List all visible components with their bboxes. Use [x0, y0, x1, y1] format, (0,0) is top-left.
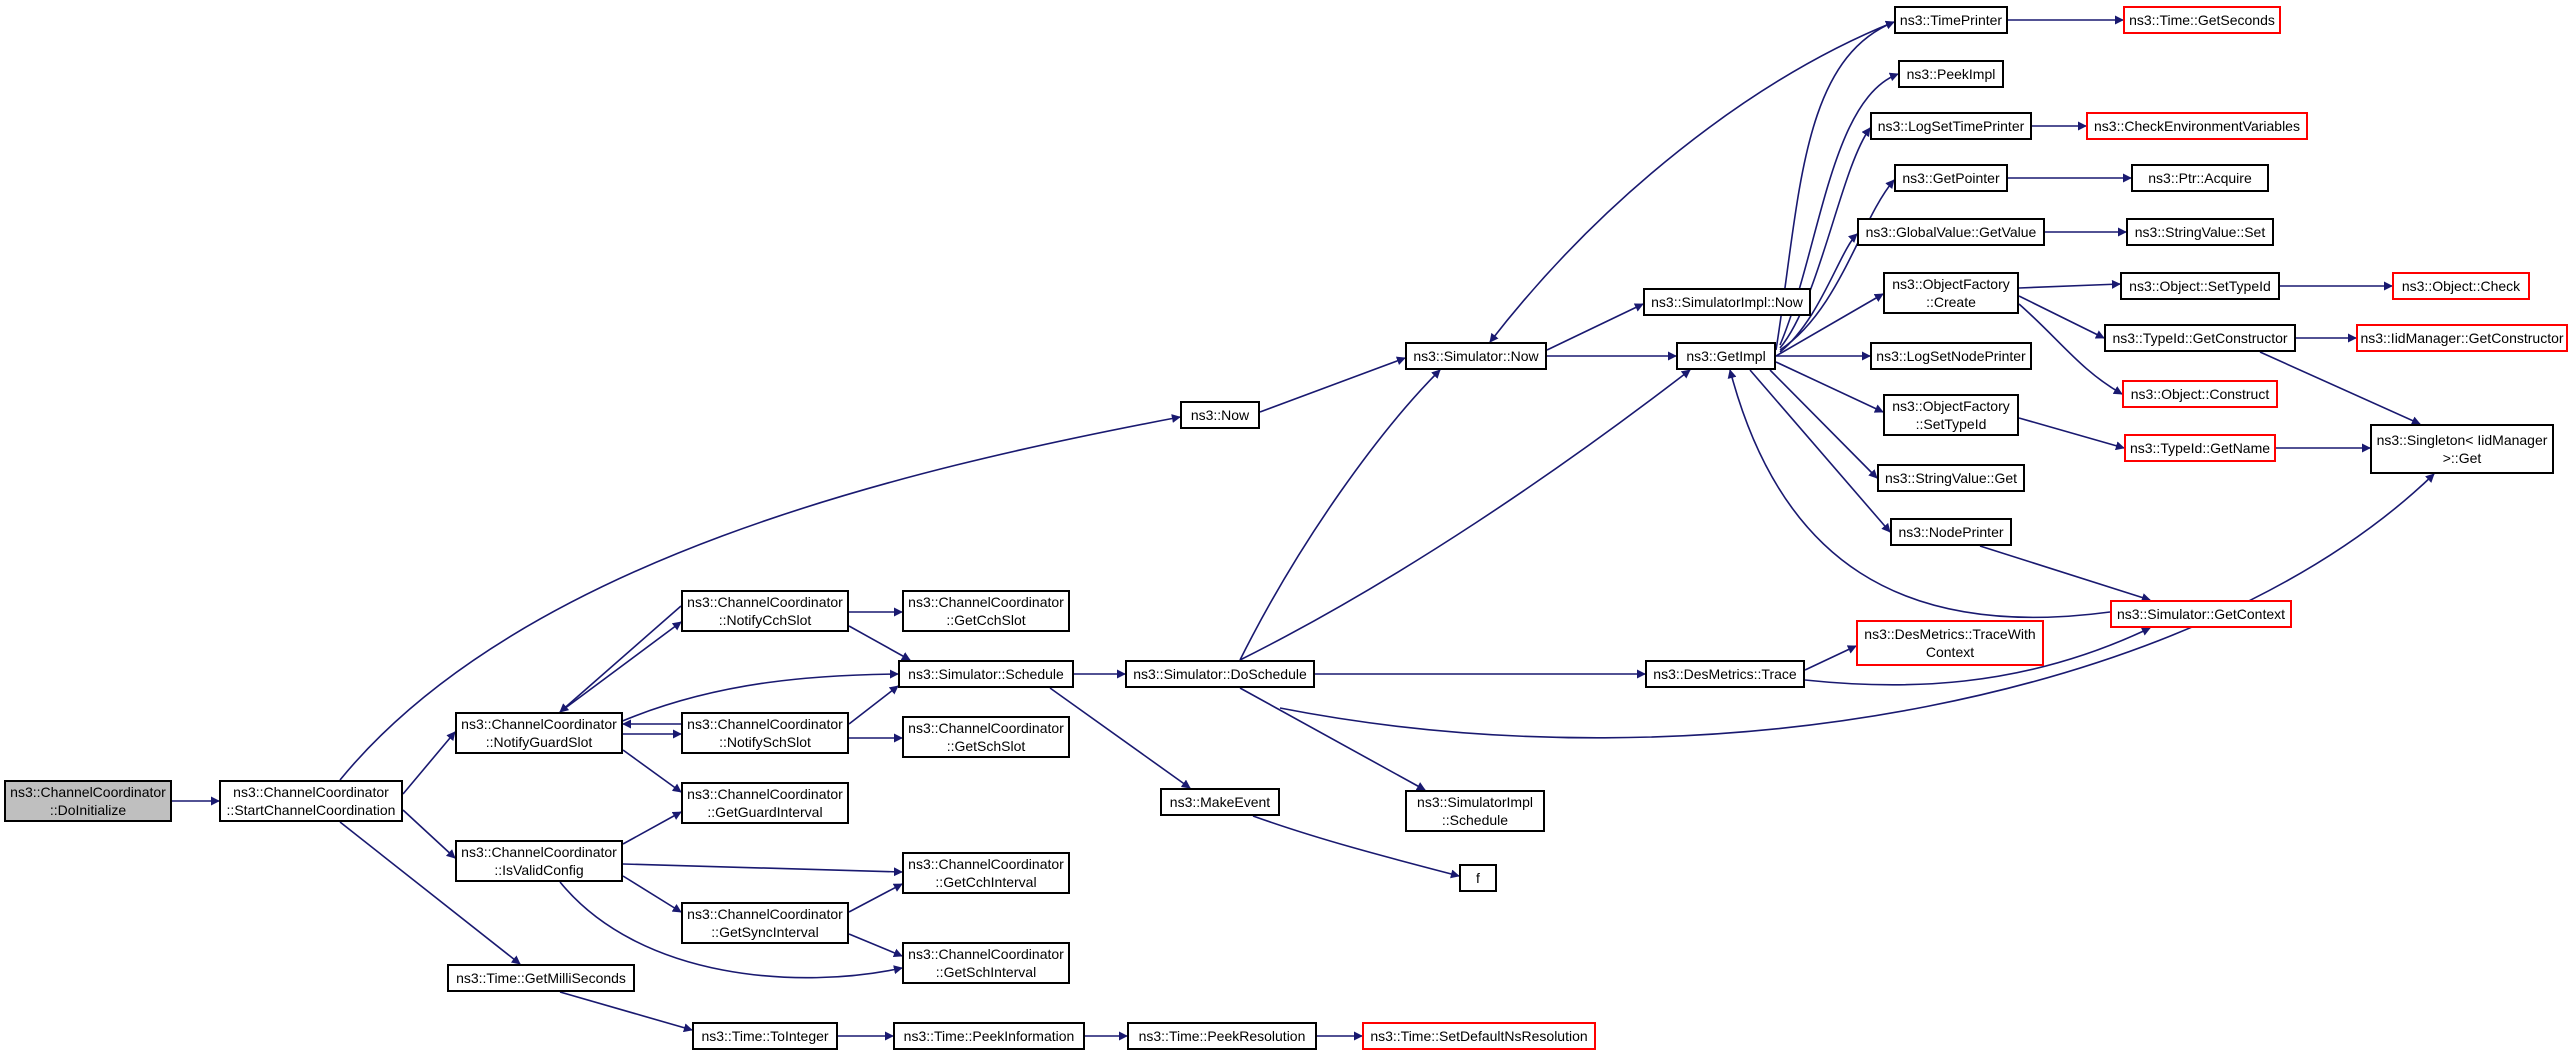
node-time-getseconds[interactable]: ns3::Time::GetSeconds — [2123, 6, 2281, 34]
node-notify-sch-slot[interactable]: ns3::ChannelCoordinator::NotifySchSlot — [681, 712, 849, 754]
call-edge — [1239, 369, 1691, 661]
call-edge — [622, 811, 682, 845]
call-edge — [1775, 293, 1884, 357]
node-getimpl[interactable]: ns3::GetImpl — [1676, 342, 1776, 370]
node-get-pointer[interactable]: ns3::GetPointer — [1894, 164, 2008, 192]
call-edge — [1259, 356, 1406, 413]
node-simulatorimpl-now[interactable]: ns3::SimulatorImpl::Now — [1643, 288, 1811, 316]
call-edge — [848, 883, 903, 913]
node-time-set-default-ns-resolution[interactable]: ns3::Time::SetDefaultNsResolution — [1362, 1022, 1596, 1050]
call-edge — [559, 621, 682, 713]
call-edge — [1727, 369, 2111, 619]
node-globalvalue-getvalue[interactable]: ns3::GlobalValue::GetValue — [1857, 218, 2045, 246]
node-f[interactable]: f — [1459, 864, 1497, 892]
call-edge — [1049, 687, 1191, 789]
call-edge — [2018, 417, 2125, 451]
node-object-settypeid[interactable]: ns3::Object::SetTypeId — [2120, 272, 2280, 300]
call-edge — [1546, 303, 1644, 351]
call-edge — [1804, 627, 2151, 686]
node-get-sch-slot[interactable]: ns3::ChannelCoordinator::GetSchSlot — [902, 716, 1070, 758]
call-edge — [622, 863, 903, 877]
node-time-peek-information[interactable]: ns3::Time::PeekInformation — [893, 1022, 1085, 1050]
node-simulator-schedule[interactable]: ns3::Simulator::Schedule — [898, 660, 1074, 688]
call-edge — [1779, 179, 1895, 351]
call-edge — [2018, 295, 2105, 339]
node-time-to-integer[interactable]: ns3::Time::ToInteger — [692, 1022, 838, 1050]
node-desmetrics-trace[interactable]: ns3::DesMetrics::Trace — [1645, 660, 1805, 688]
call-edge — [402, 731, 456, 795]
node-peekimpl[interactable]: ns3::PeekImpl — [1898, 60, 2004, 88]
call-edge — [1239, 369, 1441, 661]
node-is-valid-config[interactable]: ns3::ChannelCoordinator::IsValidConfig — [455, 840, 623, 882]
node-get-cch-interval[interactable]: ns3::ChannelCoordinator::GetCchInterval — [902, 852, 1070, 894]
node-get-sch-interval[interactable]: ns3::ChannelCoordinator::GetSchInterval — [902, 942, 1070, 984]
node-start-channel-coordination[interactable]: ns3::ChannelCoordinator::StartChannelCoo… — [219, 780, 403, 822]
call-edge — [1279, 473, 2435, 739]
call-edge — [1779, 127, 1871, 349]
call-edge — [1804, 645, 1857, 671]
call-edge — [848, 933, 903, 958]
call-edge — [619, 669, 899, 723]
node-notify-guard-slot[interactable]: ns3::ChannelCoordinator::NotifyGuardSlot — [455, 712, 623, 754]
call-edge — [339, 821, 521, 965]
call-edge — [2259, 351, 2421, 425]
node-time-peek-resolution[interactable]: ns3::Time::PeekResolution — [1127, 1022, 1317, 1050]
node-log-set-node-printer[interactable]: ns3::LogSetNodePrinter — [1870, 342, 2032, 370]
node-iidmanager-getconstructor[interactable]: ns3::IidManager::GetConstructor — [2356, 324, 2568, 352]
call-edge — [1239, 687, 1426, 791]
node-get-guard-interval[interactable]: ns3::ChannelCoordinator::GetGuardInterva… — [681, 782, 849, 824]
node-objectfactory-settypeid[interactable]: ns3::ObjectFactory::SetTypeId — [1883, 394, 2019, 436]
node-notify-cch-slot[interactable]: ns3::ChannelCoordinator::NotifyCchSlot — [681, 590, 849, 632]
node-log-set-time-printer[interactable]: ns3::LogSetTimePrinter — [1870, 112, 2032, 140]
node-typeid-getconstructor[interactable]: ns3::TypeId::GetConstructor — [2104, 324, 2296, 352]
call-edge — [1779, 233, 1858, 353]
call-edge — [1979, 545, 2151, 602]
node-stringvalue-get[interactable]: ns3::StringValue::Get — [1877, 464, 2025, 492]
call-edge — [559, 991, 693, 1033]
call-edge — [2018, 303, 2123, 395]
call-edge — [402, 809, 456, 859]
node-ptr-acquire[interactable]: ns3::Ptr::Acquire — [2131, 164, 2269, 192]
node-node-printer[interactable]: ns3::NodePrinter — [1890, 518, 2012, 546]
call-edge — [622, 875, 682, 913]
call-edge — [622, 749, 682, 793]
node-simulator-getcontext[interactable]: ns3::Simulator::GetContext — [2110, 600, 2292, 628]
call-edge — [339, 414, 1181, 781]
node-time-get-milliseconds[interactable]: ns3::Time::GetMilliSeconds — [447, 964, 635, 992]
call-edge — [848, 685, 899, 725]
call-edge — [559, 605, 682, 713]
node-channel-coordinator-doinitialize[interactable]: ns3::ChannelCoordinator::DoInitialize — [4, 780, 172, 822]
node-make-event[interactable]: ns3::MakeEvent — [1160, 788, 1280, 816]
call-edge — [1489, 21, 1895, 343]
call-edge — [848, 625, 911, 661]
call-edge — [559, 881, 903, 979]
node-get-cch-slot[interactable]: ns3::ChannelCoordinator::GetCchSlot — [902, 590, 1070, 632]
call-edge — [1749, 369, 1891, 533]
node-objectfactory-create[interactable]: ns3::ObjectFactory::Create — [1883, 272, 2019, 314]
node-typeid-getname[interactable]: ns3::TypeId::GetName — [2124, 434, 2276, 462]
call-edge — [1252, 815, 1460, 879]
node-get-sync-interval[interactable]: ns3::ChannelCoordinator::GetSyncInterval — [681, 902, 849, 944]
node-time-printer[interactable]: ns3::TimePrinter — [1894, 6, 2008, 34]
node-simulator-doschedule[interactable]: ns3::Simulator::DoSchedule — [1125, 660, 1315, 688]
node-simulatorimpl-schedule[interactable]: ns3::SimulatorImpl::Schedule — [1405, 790, 1545, 832]
node-object-check[interactable]: ns3::Object::Check — [2392, 272, 2530, 300]
node-simulator-now[interactable]: ns3::Simulator::Now — [1405, 342, 1547, 370]
node-check-environment-variables[interactable]: ns3::CheckEnvironmentVariables — [2086, 112, 2308, 140]
node-stringvalue-set[interactable]: ns3::StringValue::Set — [2126, 218, 2274, 246]
call-edge — [2018, 279, 2121, 289]
node-object-construct[interactable]: ns3::Object::Construct — [2122, 380, 2278, 408]
node-singleton-iidmanager-get[interactable]: ns3::Singleton< IidManager >::Get — [2370, 424, 2554, 474]
call-edge — [1769, 369, 1878, 479]
node-ns3-now[interactable]: ns3::Now — [1180, 401, 1260, 429]
call-edge — [1775, 361, 1884, 413]
